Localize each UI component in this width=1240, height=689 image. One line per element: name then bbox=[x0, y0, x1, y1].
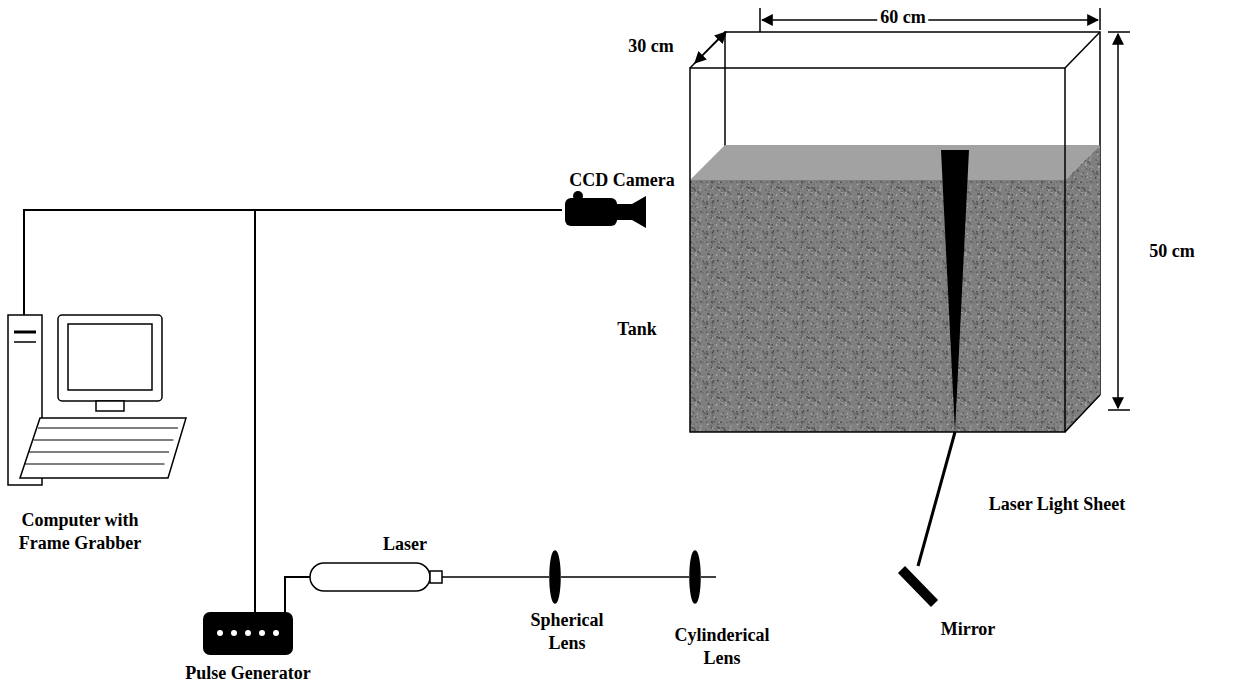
laser-node: Laser bbox=[310, 563, 442, 591]
signal-wire bbox=[285, 577, 310, 612]
drive-slot bbox=[14, 331, 36, 334]
dimension-arrow bbox=[762, 19, 1098, 21]
computer-icon bbox=[8, 315, 186, 485]
camera-knob bbox=[573, 191, 583, 201]
tank bbox=[690, 32, 1100, 432]
optics bbox=[310, 551, 937, 606]
component-label: Cylinderical Lens bbox=[667, 624, 777, 671]
component-label: Tank bbox=[617, 318, 656, 341]
pulse-button bbox=[231, 630, 237, 636]
component-label: Computer with Frame Grabber bbox=[5, 509, 155, 556]
pulse-generator-buttons bbox=[217, 630, 279, 636]
signal-wire bbox=[255, 210, 562, 612]
part-label: Laser Light Sheet bbox=[986, 493, 1129, 516]
dimension-tick bbox=[759, 8, 761, 32]
dimension-tick bbox=[1099, 8, 1101, 30]
laser-beam bbox=[442, 576, 549, 578]
laser-beam bbox=[561, 576, 689, 578]
pulse-generator-body bbox=[203, 612, 293, 655]
camera-icon bbox=[565, 191, 646, 228]
computer-node: Computer with Frame Grabber bbox=[5, 315, 189, 480]
dimension-tick bbox=[1108, 31, 1130, 33]
monitor-stand bbox=[96, 401, 124, 411]
component-label: Mirror bbox=[941, 618, 996, 641]
component-label: Pulse Generator bbox=[185, 662, 310, 685]
pulse-generator-icon bbox=[203, 612, 293, 655]
component-label: CCD Camera bbox=[569, 169, 674, 192]
pulse-button bbox=[273, 630, 279, 636]
keyboard-row bbox=[34, 440, 174, 441]
dimension-label: 50 cm bbox=[1146, 240, 1197, 263]
laser-head bbox=[430, 571, 442, 583]
dimension-lines bbox=[695, 8, 1130, 410]
lens-node: Spherical Lens bbox=[549, 550, 561, 604]
laser-beam bbox=[918, 432, 955, 566]
dimension-arrow bbox=[695, 32, 726, 63]
drive-slot bbox=[14, 341, 36, 343]
camera-body bbox=[565, 198, 617, 226]
laser-tube bbox=[310, 563, 430, 591]
cylindrical-lens bbox=[690, 551, 700, 603]
keyboard bbox=[20, 418, 186, 478]
dimension-label: 30 cm bbox=[625, 35, 676, 58]
keyboard-row bbox=[25, 464, 165, 465]
component-label: Laser bbox=[383, 533, 427, 556]
dimension-tick bbox=[1108, 409, 1130, 411]
keyboard-keys bbox=[25, 428, 179, 464]
tank-edge bbox=[690, 32, 725, 68]
keyboard-row bbox=[38, 428, 178, 429]
dimension-arrow bbox=[1117, 34, 1119, 408]
dimension-label: 60 cm bbox=[877, 6, 928, 29]
spherical-lens bbox=[550, 551, 560, 603]
camera-node: CCD Camera bbox=[562, 192, 650, 232]
tank-edge bbox=[1065, 32, 1100, 68]
monitor-screen bbox=[68, 324, 152, 390]
water-front bbox=[690, 180, 1065, 432]
water-side bbox=[1065, 145, 1100, 432]
lens-node: Cylinderical Lens bbox=[689, 550, 701, 604]
signal-wire bbox=[24, 210, 562, 315]
pulse-button bbox=[259, 630, 265, 636]
tank-edge bbox=[1065, 395, 1100, 432]
mirror-node: Mirror bbox=[897, 566, 939, 608]
water-surface bbox=[690, 145, 1100, 180]
monitor bbox=[58, 315, 162, 401]
pulse-button bbox=[245, 630, 251, 636]
component-label: Spherical Lens bbox=[522, 609, 612, 656]
pulse-generator-node: Pulse Generator bbox=[203, 612, 293, 655]
mirror bbox=[899, 567, 937, 606]
tank-node: Tank bbox=[690, 68, 1065, 432]
pulse-button bbox=[217, 630, 223, 636]
camera-lens bbox=[615, 196, 646, 228]
light-sheet bbox=[941, 150, 969, 432]
tank-front-edge bbox=[690, 68, 1065, 432]
keyboard-row bbox=[29, 452, 169, 453]
laser-beam bbox=[701, 576, 716, 578]
